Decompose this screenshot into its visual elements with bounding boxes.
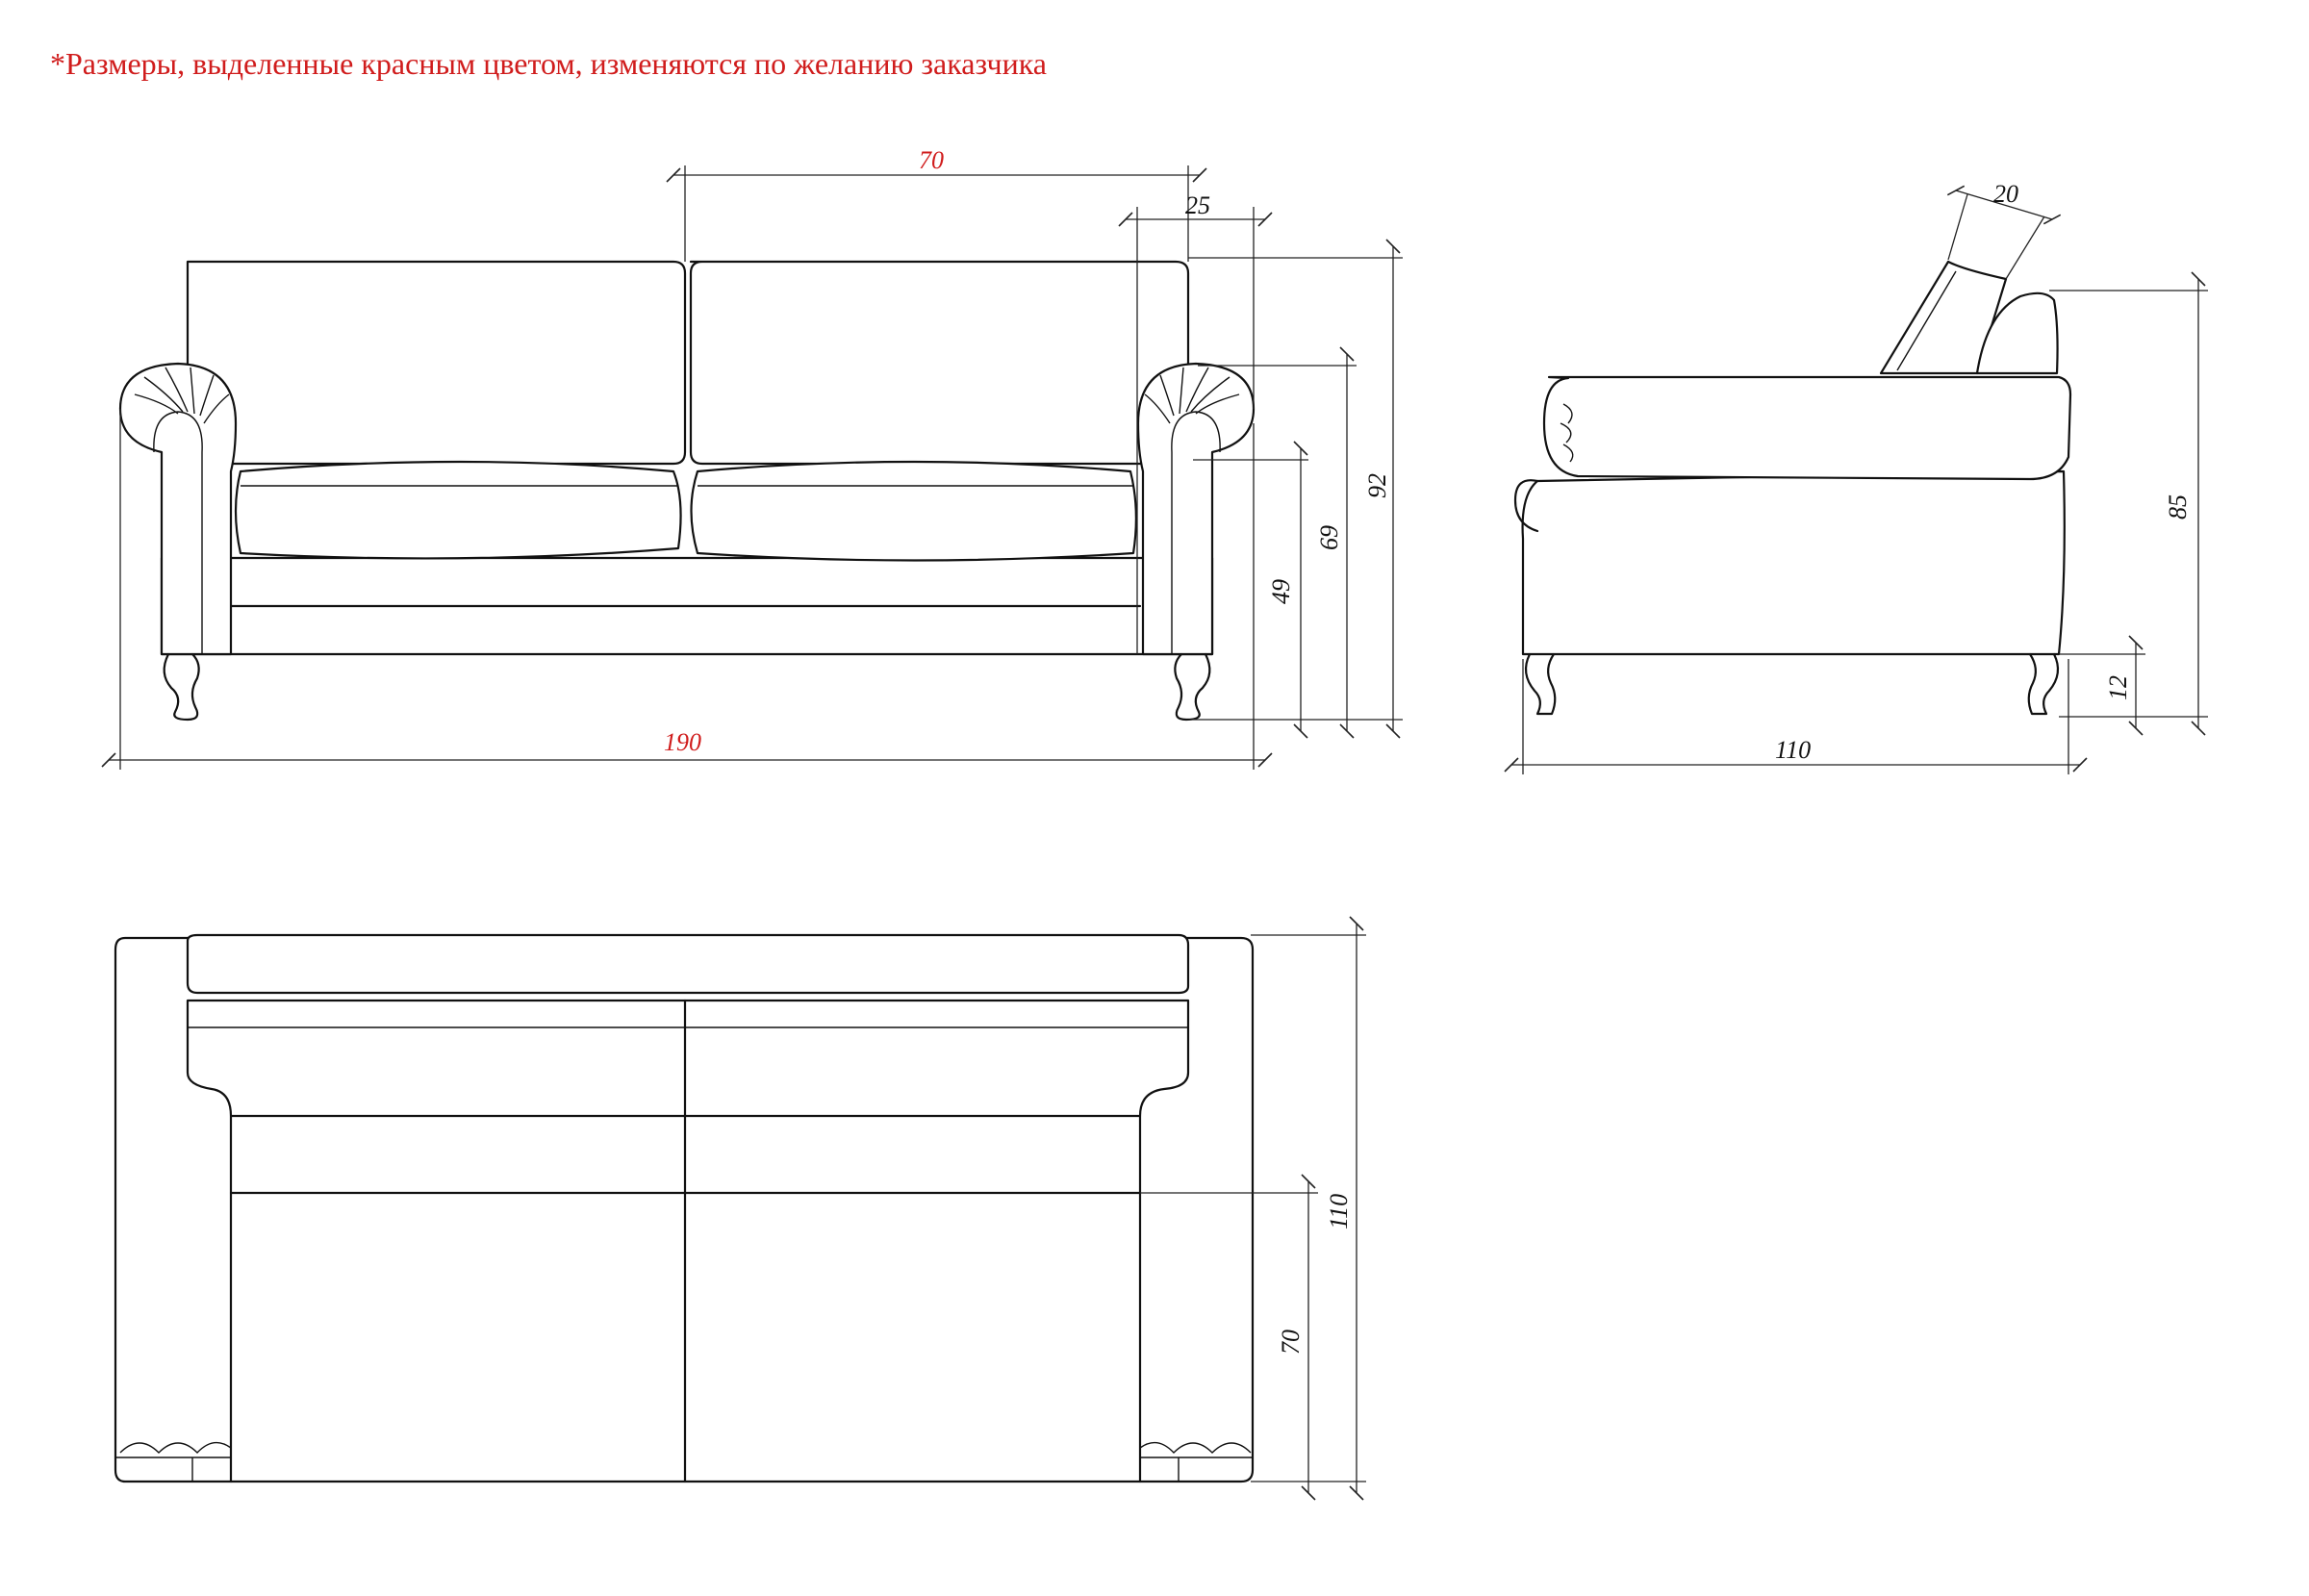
dim-arm-width: 25 (1185, 191, 1210, 219)
front-back-cushion-left (186, 260, 687, 466)
dim-back-height: 92 (1363, 473, 1391, 498)
dim-side-depth: 110 (1775, 736, 1811, 764)
side-back-pillow-2 (1975, 291, 2059, 375)
dim-seat-section-width: 70 (919, 146, 944, 174)
dim-top-seat-depth: 70 (1277, 1330, 1305, 1355)
side-seat-cushion (1542, 375, 2072, 481)
side-view: 20 85 12 110 (1504, 180, 2208, 774)
front-seat-cushion-left (234, 460, 682, 560)
front-view: 70 25 190 49 69 92 (101, 146, 1403, 770)
top-backrest (186, 933, 1190, 995)
dim-cushion-thickness: 20 (1993, 180, 2018, 208)
top-outer-frame (114, 936, 1255, 1483)
front-arm-left (118, 362, 238, 656)
side-leg-front (1524, 652, 1557, 716)
dim-width-total: 190 (664, 728, 701, 756)
front-arm-right (1136, 362, 1256, 656)
side-body (1521, 469, 2066, 656)
customization-note: *Размеры, выделенные красным цветом, изм… (50, 46, 1047, 81)
top-back-cushions (186, 999, 1190, 1118)
dim-top-depth: 110 (1325, 1194, 1353, 1229)
dim-leg-height: 12 (2104, 675, 2132, 700)
side-leg-back (2027, 652, 2060, 716)
front-leg-right (1174, 652, 1211, 722)
front-leg-left (163, 652, 200, 722)
top-view: 110 70 (114, 916, 1366, 1501)
front-back-cushion-right (689, 260, 1190, 466)
dim-arm-height: 69 (1315, 525, 1343, 550)
dim-seat-height: 49 (1267, 579, 1295, 604)
front-seat-cushion-right (690, 460, 1137, 562)
dim-side-back-height: 85 (2164, 494, 2192, 519)
